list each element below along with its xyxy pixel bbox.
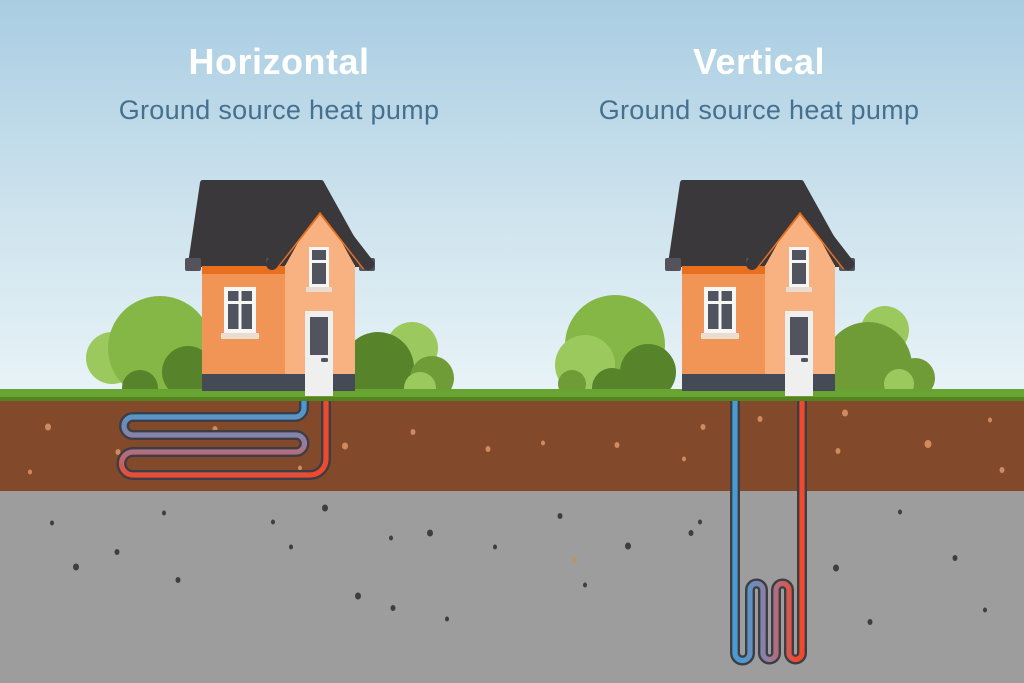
horizontal-pipe-loop [116,389,331,480]
soil-speckles [28,409,1005,475]
grass-strip-overlay [0,389,1024,401]
vertical-pipe-loop [730,389,807,666]
horizontal-warm-return-pipe [307,391,329,478]
vertical-loop-gradient-pipe [732,391,805,664]
rock-speckles [50,504,987,625]
horizontal-loop-gradient-pipe [118,391,313,478]
rock-layer [0,491,1024,683]
